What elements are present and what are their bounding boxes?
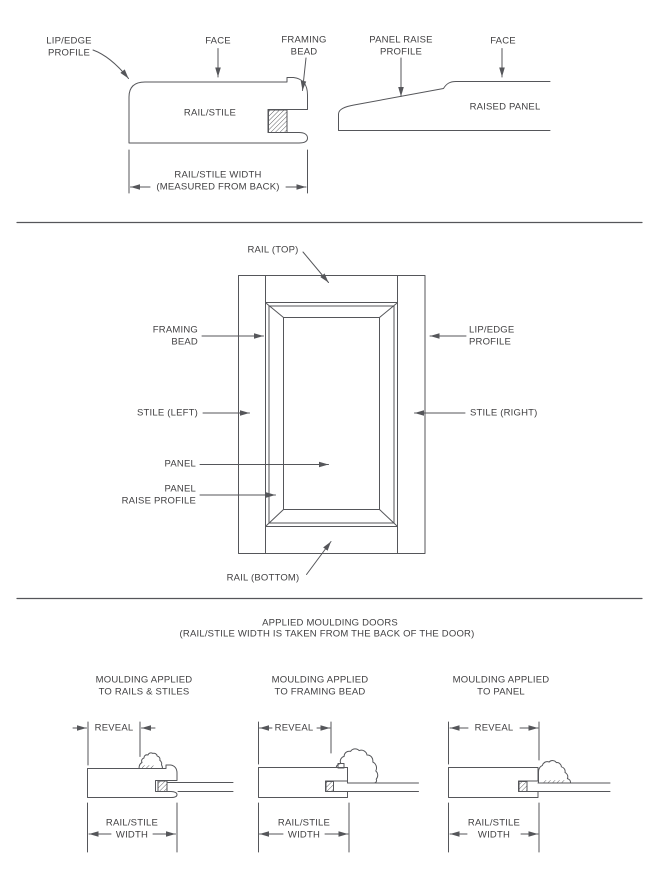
reveal-label-2: REVEAL xyxy=(274,722,314,734)
moulding-rails-stiles-drawing xyxy=(72,721,234,853)
moulding-col1-title: MOULDING APPLIED TO RAILS & STILES xyxy=(95,674,193,698)
raised-panel-label: RAISED PANEL xyxy=(469,101,541,113)
face-right-label: FACE xyxy=(490,35,516,47)
moulding-col2-title: MOULDING APPLIED TO FRAMING BEAD xyxy=(271,674,369,698)
groove-bead-hatch xyxy=(268,109,288,133)
applied-moulding-profile xyxy=(330,748,379,784)
moulding-foot-tab xyxy=(337,763,345,769)
groove-bead-hatch xyxy=(157,780,168,792)
groove-bead-hatch xyxy=(518,781,528,792)
moulding-glue-hatch xyxy=(542,780,566,783)
panel-label: PANEL xyxy=(164,458,196,470)
rail-stile-width-label-3: RAIL/STILE WIDTH xyxy=(467,817,521,841)
raised-panel-profile-drawing xyxy=(338,48,551,131)
rail-stile-width-label-2: RAIL/STILE WIDTH xyxy=(277,817,331,841)
groove-bead-hatch xyxy=(325,781,334,792)
rail-stile-width-label: RAIL/STILE WIDTH (MEASURED FROM BACK) xyxy=(156,169,280,193)
lip-edge-profile-label: LIP/EDGE PROFILE xyxy=(46,35,92,59)
rail-bottom-label: RAIL (BOTTOM) xyxy=(226,572,300,584)
rail-top-label: RAIL (TOP) xyxy=(247,244,299,256)
panel-raise-profile-label: PANEL RAISE PROFILE xyxy=(369,34,433,58)
door-panel-raise-label: PANEL RAISE PROFILE xyxy=(121,483,196,507)
door-front-view-drawing xyxy=(199,251,467,575)
reveal-label-3: REVEAL xyxy=(474,722,514,734)
moulding-panel-drawing xyxy=(448,721,611,853)
stile-right-label: STILE (RIGHT) xyxy=(470,407,538,419)
framing-bead-arrow xyxy=(300,57,307,91)
reveal-label-1: REVEAL xyxy=(94,722,134,734)
applied-moulding-profile xyxy=(138,752,163,769)
framing-bead-label: FRAMING BEAD xyxy=(281,34,327,58)
moulding-section-title: APPLIED MOULDING DOORS xyxy=(262,617,398,629)
door-framing-bead-label: FRAMING BEAD xyxy=(152,324,198,348)
lip-edge-leader-arrow xyxy=(92,49,129,79)
rail-bottom-leader-arrow xyxy=(306,541,332,575)
stile-left-label: STILE (LEFT) xyxy=(137,407,198,419)
moulding-framing-bead-drawing xyxy=(258,721,419,853)
rail-stile-width-label-1: RAIL/STILE WIDTH xyxy=(105,817,159,841)
moulding-glue-hatch xyxy=(142,765,154,769)
face-left-label: FACE xyxy=(205,35,231,47)
rail-stile-label: RAIL/STILE xyxy=(183,107,237,119)
rail-stile-profile-drawing xyxy=(92,48,308,194)
rail-top-leader-arrow xyxy=(302,251,329,283)
moulding-col3-title: MOULDING APPLIED TO PANEL xyxy=(452,674,550,698)
door-lip-edge-profile-label: LIP/EDGE PROFILE xyxy=(469,324,515,348)
moulding-section-subtitle: (RAIL/STILE WIDTH IS TAKEN FROM THE BACK… xyxy=(179,628,475,640)
applied-moulding-profile xyxy=(538,760,571,784)
